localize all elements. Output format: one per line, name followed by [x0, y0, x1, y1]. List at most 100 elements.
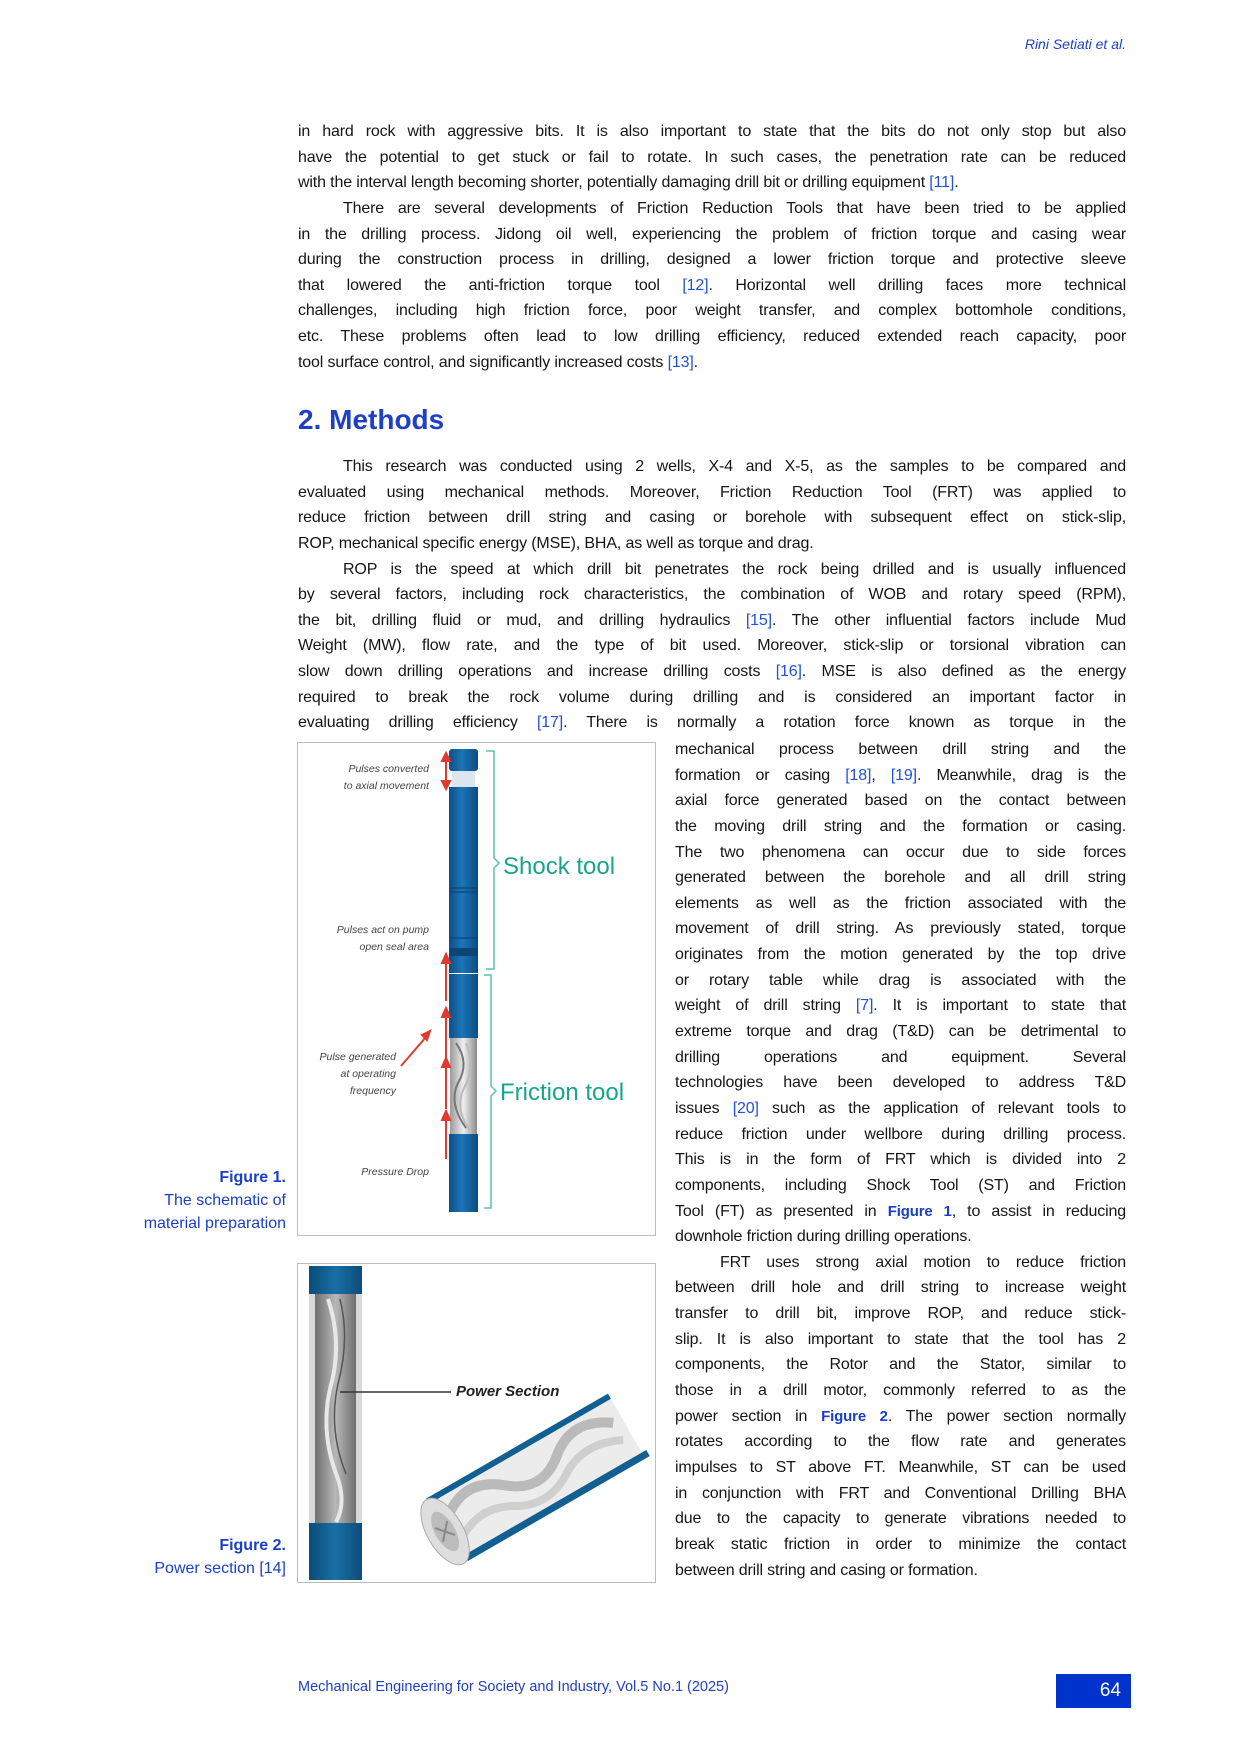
red-arrows [400, 750, 452, 1159]
text-line: slow down drilling operations and increa… [298, 663, 1126, 681]
text-line: evaluating drilling efficiency [17]. The… [298, 714, 1126, 732]
figure-1-caption-line-1: The schematic of [164, 1192, 286, 1209]
text-line: transfer to drill bit, improve ROP, and … [675, 1305, 1126, 1323]
text-line: drilling operations and equipment. Sever… [675, 1048, 1126, 1066]
text-line: originates from the motion generated by … [675, 946, 1126, 964]
text-line: components, the Rotor and the Stator, si… [675, 1356, 1126, 1374]
text-line: weight of drill string [7]. It is import… [675, 997, 1127, 1015]
page-number: 64 [1056, 1674, 1131, 1708]
annotation-pulse-generated-3: frequency [350, 1085, 397, 1097]
text-line: Weight (MW), flow rate, and the type of … [298, 637, 1126, 655]
annotation-pulses-act-2: open seal area [360, 941, 430, 953]
text-line: impulses to ST above FT. Meanwhile, ST c… [675, 1458, 1126, 1476]
power-section-illustration: Power Section [309, 1266, 650, 1580]
figure-2-image: Power Section [297, 1263, 656, 1583]
text-line: required to break the rock volume during… [298, 688, 1126, 706]
right-column-text: mechanical process between drill string … [675, 737, 1126, 1583]
footer-journal-name: Mechanical Engineering for Society and I… [298, 1679, 729, 1695]
figure-2-caption: Figure 2. Power section [14] [154, 1534, 286, 1580]
text-line: etc. These problems often lead to low dr… [298, 328, 1126, 346]
citation-link[interactable]: [15] [745, 611, 772, 629]
text-line: movement of drill string. As previously … [675, 920, 1126, 938]
text-line: The two phenomena can occur due to side … [675, 843, 1126, 861]
text-line: those in a drill motor, commonly referre… [675, 1382, 1126, 1400]
friction-tool-label: Friction tool [500, 1079, 624, 1106]
citation-link[interactable]: [17] [536, 714, 564, 732]
text-line: in the drilling process. Jidong oil well… [298, 225, 1126, 243]
figure-1-image: Shock tool Friction tool Pulses converte… [297, 742, 656, 1236]
text-line: in hard rock with aggressive bits. It is… [298, 123, 1126, 140]
text-line: ROP, mechanical specific energy (MSE), B… [298, 534, 814, 552]
text-line: the moving drill string and the formatio… [675, 817, 1126, 835]
text-line: generated between the borehole and all d… [675, 869, 1126, 887]
figure-reference-link[interactable]: Figure 1 [887, 1202, 952, 1220]
text-line: that lowered the anti-friction torque to… [298, 276, 1126, 294]
text-line: mechanical process between drill string … [675, 741, 1126, 758]
text-line: with the interval length becoming shorte… [298, 174, 959, 192]
text-line: ROP is the speed at which drill bit pene… [343, 560, 1126, 578]
tool-pipe [449, 749, 478, 1212]
citation-link[interactable]: [18] [845, 766, 872, 784]
citation-link[interactable]: [20] [732, 1099, 759, 1117]
text-line: evaluated using mechanical methods. More… [298, 483, 1126, 501]
text-line: downhole friction during drilling operat… [675, 1228, 972, 1246]
citation-link[interactable]: [7] [855, 997, 874, 1015]
power-section-label: Power Section [456, 1383, 559, 1400]
intro-text: in hard rock with aggressive bits. It is… [298, 119, 1126, 375]
text-line: FRT uses strong axial motion to reduce f… [720, 1253, 1126, 1271]
text-line: issues [20] such as the application of r… [675, 1099, 1126, 1117]
text-line: reduce friction under wellbore during dr… [675, 1125, 1126, 1143]
shock-tool-bracket [486, 750, 501, 970]
text-line: challenges, including high friction forc… [298, 302, 1126, 320]
citation-link[interactable]: [16] [775, 663, 802, 681]
text-line: during the construction process in drill… [298, 251, 1126, 269]
text-line: This research was conducted using 2 well… [343, 458, 1126, 475]
text-line: formation or casing [18], [19]. Meanwhil… [675, 766, 1127, 784]
text-line: or rotary table while drag is associated… [675, 971, 1126, 989]
text-line: between drill string and casing or forma… [675, 1561, 978, 1579]
figure-2-caption-text: Power section [14] [154, 1560, 286, 1577]
text-line: the bit, drilling fluid or mud, and dril… [298, 611, 1126, 629]
annotation-pulses-converted-2: to axial movement [344, 780, 430, 792]
power-section-pipe [309, 1266, 362, 1580]
citation-link[interactable]: [19] [890, 766, 917, 784]
text-line: slip. It is also important to state that… [675, 1330, 1126, 1348]
annotation-pulse-generated-2: at operating [341, 1068, 397, 1080]
citation-link[interactable]: [13] [667, 353, 694, 371]
text-line: reduce friction between drill string and… [298, 509, 1126, 527]
annotation-pulse-generated-1: Pulse generated [320, 1051, 398, 1063]
shock-tool-label: Shock tool [503, 853, 615, 880]
text-line: components, including Shock Tool (ST) an… [675, 1176, 1126, 1194]
friction-reduction-tool-schematic: Shock tool Friction tool Pulses converte… [320, 749, 624, 1212]
methods-text: This research was conducted using 2 well… [298, 454, 1126, 736]
text-line: rotates according to the flow rate and g… [675, 1433, 1126, 1451]
friction-tool-bracket [484, 974, 498, 1209]
figure-1-caption: Figure 1. The schematic of material prep… [144, 1166, 286, 1235]
text-line: break static friction in order to minimi… [675, 1535, 1126, 1553]
annotation-pulses-act-1: Pulses act on pump [337, 924, 429, 936]
text-line: between drill hole and drill string to i… [675, 1279, 1126, 1297]
text-line: have the potential to get stuck or fail … [298, 148, 1126, 166]
text-line: extreme torque and drag (T&D) can be det… [675, 1023, 1126, 1041]
figure-2-label: Figure 2. [219, 1537, 286, 1554]
text-line: due to the capacity to generate vibratio… [675, 1510, 1126, 1528]
text-line: by several factors, including rock chara… [298, 586, 1126, 604]
text-line: There are several developments of Fricti… [343, 199, 1126, 217]
figure-reference-link[interactable]: Figure 2 [821, 1407, 888, 1425]
running-header-author: Rini Setiati et al. [1024, 36, 1126, 52]
text-line: This is in the form of FRT which is divi… [675, 1151, 1126, 1169]
section-heading-methods: 2. Methods [298, 404, 445, 435]
stator-cutaway [420, 1393, 650, 1566]
text-line: power section in Figure 2. The power sec… [675, 1407, 1126, 1425]
text-line: axial force generated based on the conta… [675, 792, 1126, 810]
figure-1-label: Figure 1. [219, 1169, 286, 1186]
annotation-pulses-converted-1: Pulses converted [348, 763, 430, 775]
text-line: Tool (FT) as presented in Figure 1, to a… [675, 1202, 1126, 1220]
text-line: elements as well as the friction associa… [675, 894, 1126, 912]
text-line: in conjunction with FRT and Conventional… [675, 1484, 1126, 1502]
figure-1-caption-line-2: material preparation [143, 1215, 286, 1232]
citation-link[interactable]: [12] [682, 276, 709, 294]
citation-link[interactable]: [11] [929, 174, 955, 192]
text-line: technologies have been developed to addr… [675, 1074, 1126, 1092]
text-line: tool surface control, and significantly … [298, 353, 698, 371]
